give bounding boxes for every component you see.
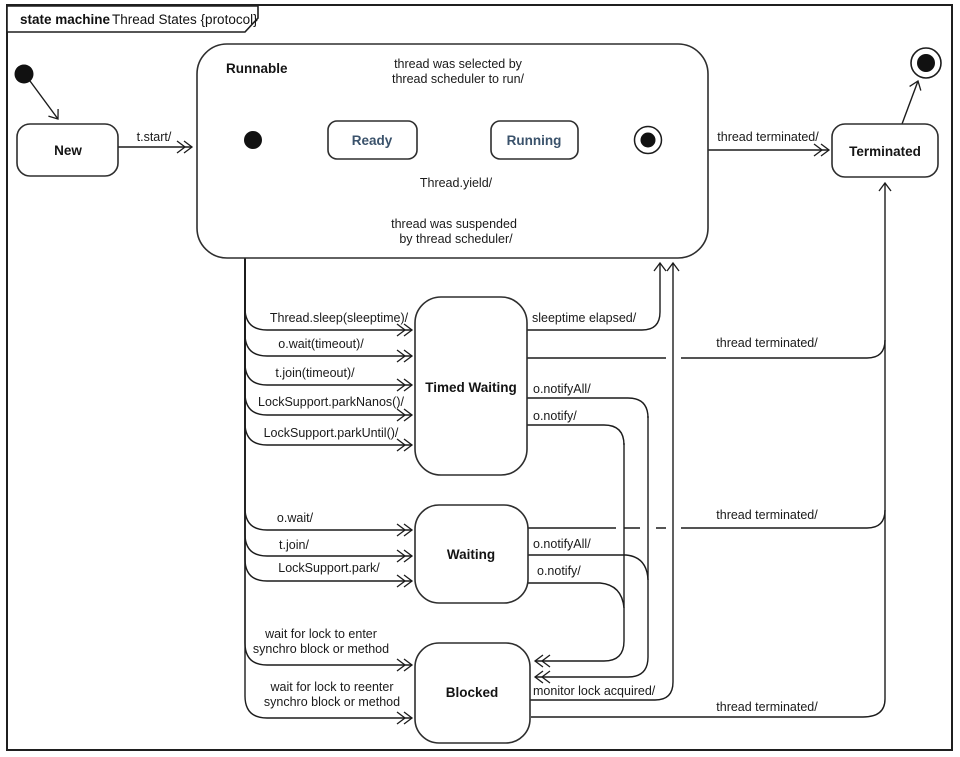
- initial-state-icon: [14, 64, 34, 84]
- state-label-blocked: Blocked: [446, 685, 499, 700]
- transition-label-suspended-2: by thread scheduler/: [399, 232, 513, 246]
- transition-waiting-notify: [528, 582, 625, 609]
- transition-label-yield: Thread.yield/: [420, 176, 493, 190]
- transition-label-selected-1: thread was selected by: [394, 57, 523, 71]
- state-ready: [327, 120, 418, 160]
- transition-wait: [244, 258, 414, 537]
- transition-label-selected-2: thread scheduler to run/: [392, 72, 525, 86]
- transition-tw-notifyall: [527, 397, 649, 419]
- state-label-timed-waiting: Timed Waiting: [425, 380, 517, 395]
- final-state-icon-runnable: [633, 125, 663, 155]
- transition-label-tw-notify: o.notify/: [533, 409, 577, 423]
- transition-label-t-start: t.start/: [137, 130, 172, 144]
- transition-tw-terminated: [527, 339, 886, 359]
- frame-title-name: Thread States {protocol}: [112, 12, 258, 27]
- state-new: [16, 123, 119, 177]
- transition-terminated-to-final: [901, 79, 922, 125]
- transition-label-wait-timeout: o.wait(timeout)/: [278, 337, 364, 351]
- transition-label-park-nanos: LockSupport.parkNanos()/: [258, 395, 404, 409]
- transition-sleeptime-elapsed: [527, 261, 667, 331]
- transition-label-sleep: Thread.sleep(sleeptime)/: [270, 311, 409, 325]
- frame-title-keyword: state machine: [20, 12, 111, 27]
- transition-label-terminated-top: thread terminated/: [717, 130, 819, 144]
- transition-label-join: t.join/: [279, 538, 309, 552]
- frame-title-tab: [6, 5, 259, 33]
- state-label-running: Running: [507, 133, 562, 148]
- transition-label-suspended-1: thread was suspended: [391, 217, 517, 231]
- transition-label-park-until: LockSupport.parkUntil()/: [264, 426, 399, 440]
- transition-park-until: [244, 258, 414, 452]
- runnable-initial-state-icon: [244, 131, 262, 149]
- transition-monitor-acquired: [530, 261, 680, 701]
- state-blocked: [414, 642, 531, 744]
- state-running: [490, 120, 579, 160]
- transition-label-wait-enter-2: synchro block or method: [253, 642, 389, 656]
- transition-notify-rail: [533, 443, 625, 668]
- transition-label-wait-reenter-1: wait for lock to reenter: [270, 680, 394, 694]
- transition-label-sleeptime-elapsed: sleeptime elapsed/: [532, 311, 637, 325]
- transition-label-park: LockSupport.park/: [278, 561, 380, 575]
- transition-paths: [29, 79, 922, 725]
- transition-label-join-timeout: t.join(timeout)/: [275, 366, 355, 380]
- transition-label-wait: o.wait/: [277, 511, 314, 525]
- transition-label-wait-enter-1: wait for lock to enter: [264, 627, 377, 641]
- transition-wait-reenter: [244, 258, 414, 725]
- transition-label-tw-notifyall: o.notifyAll/: [533, 382, 591, 396]
- transition-label-monitor-acquired: monitor lock acquired/: [533, 684, 656, 698]
- transition-label-wait-reenter-2: synchro block or method: [264, 695, 400, 709]
- transition-notifyall-rail: [533, 416, 649, 684]
- state-timed-waiting: [414, 296, 528, 476]
- state-runnable: [196, 43, 709, 259]
- transition-blocked-terminated: [531, 698, 886, 718]
- state-waiting: [414, 504, 529, 604]
- diagram-frame: [6, 4, 953, 751]
- transition-label-terminated-waiting: thread terminated/: [716, 508, 818, 522]
- transition-tw-notify: [527, 424, 625, 446]
- state-label-terminated: Terminated: [849, 144, 921, 159]
- state-label-runnable: Runnable: [226, 61, 288, 76]
- state-terminated: [831, 123, 939, 178]
- transition-initial-to-new: [29, 80, 59, 120]
- transition-label-waiting-notifyall: o.notifyAll/: [533, 537, 591, 551]
- state-label-new: New: [54, 143, 82, 158]
- transition-label-waiting-notify: o.notify/: [537, 564, 581, 578]
- state-label-waiting: Waiting: [447, 547, 495, 562]
- transition-park: [244, 258, 414, 588]
- transition-label-terminated-blocked: thread terminated/: [716, 700, 818, 714]
- transition-waiting-terminated: [528, 509, 886, 529]
- final-state-icon-terminated: [910, 47, 942, 79]
- state-label-ready: Ready: [352, 133, 393, 148]
- transition-label-terminated-tw: thread terminated/: [716, 336, 818, 350]
